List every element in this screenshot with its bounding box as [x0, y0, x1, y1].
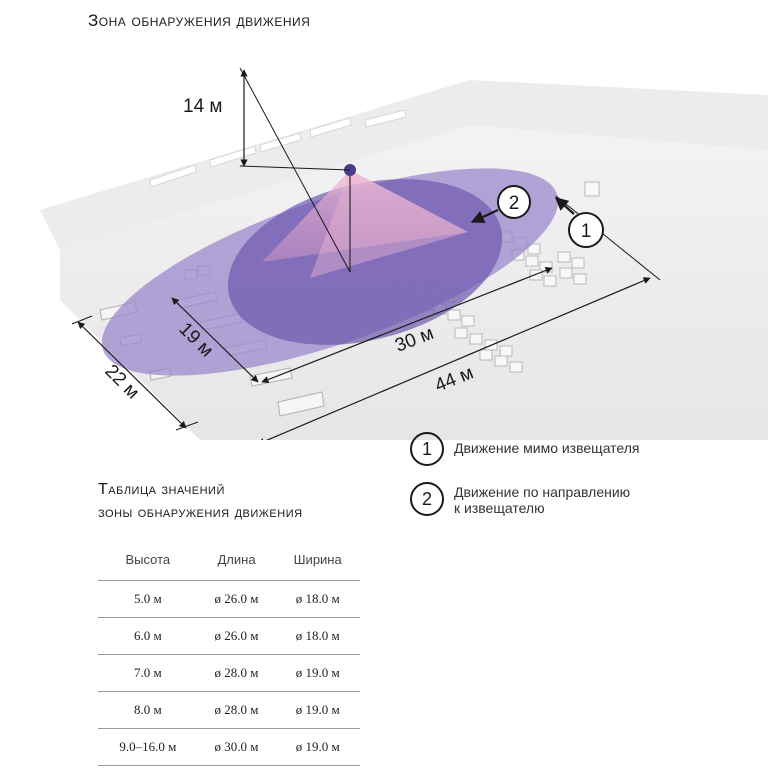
cell-width: ø 19.0 м — [275, 654, 360, 692]
page-title: Зона обнаружения движения — [88, 11, 311, 30]
cell-width: ø 19.0 м — [275, 691, 360, 729]
table-row: 6.0 м ø 26.0 м ø 18.0 м — [98, 617, 360, 655]
column-header-width: Ширина — [293, 551, 342, 567]
table-header-row: Высота Длина Ширина — [98, 538, 360, 581]
cell-width: ø 18.0 м — [275, 580, 360, 618]
table-title-line1: Таблица значений — [98, 481, 225, 498]
table-row: 7.0 м ø 28.0 м ø 19.0 м — [98, 654, 360, 692]
legend-item-2: 2 Движение по направлению к извещателю — [410, 482, 630, 516]
cell-height: 9.0–16.0 м — [98, 728, 198, 766]
cell-length: ø 28.0 м — [197, 691, 276, 729]
cell-length: ø 26.0 м — [197, 617, 276, 655]
cell-width: ø 18.0 м — [275, 617, 360, 655]
svg-text:2: 2 — [509, 193, 520, 214]
legend-text-2-line2: к извещателю — [454, 500, 545, 516]
table-title-line2: зоны обнаружения движения — [98, 504, 303, 521]
cell-height: 8.0 м — [98, 691, 198, 729]
marker-1: 1 — [568, 212, 604, 248]
values-table: Высота Длина Ширина 5.0 м ø 26.0 м ø 18.… — [98, 538, 360, 766]
cell-width: ø 19.0 м — [275, 728, 360, 766]
legend-text-2-line1: Движение по направлению — [454, 484, 631, 500]
cell-height: 6.0 м — [98, 617, 198, 655]
table-row: 9.0–16.0 м ø 30.0 м ø 19.0 м — [98, 728, 360, 766]
column-header-height: Высота — [125, 551, 171, 567]
legend-number-2: 2 — [410, 482, 444, 516]
detection-cone — [262, 170, 468, 262]
height-label: 14 м — [183, 96, 222, 117]
cell-height: 5.0 м — [98, 580, 198, 618]
cell-height: 7.0 м — [98, 654, 198, 692]
cell-length: ø 28.0 м — [197, 654, 276, 692]
cell-length: ø 26.0 м — [197, 580, 276, 618]
column-header-length: Длина — [217, 551, 256, 567]
table-row: 5.0 м ø 26.0 м ø 18.0 м — [98, 580, 360, 618]
svg-text:1: 1 — [581, 221, 592, 242]
marker-2: 2 — [497, 185, 531, 219]
table-row: 8.0 м ø 28.0 м ø 19.0 м — [98, 691, 360, 729]
cell-length: ø 30.0 м — [197, 728, 276, 766]
legend-text-1: Движение мимо извещателя — [454, 440, 640, 456]
legend-item-1: 1 Движение мимо извещателя — [410, 432, 640, 466]
legend-number-1: 1 — [410, 432, 444, 466]
detection-zone-diagram: 14 м 22 м 19 м 30 м 44 м 2 1 — [40, 67, 768, 440]
